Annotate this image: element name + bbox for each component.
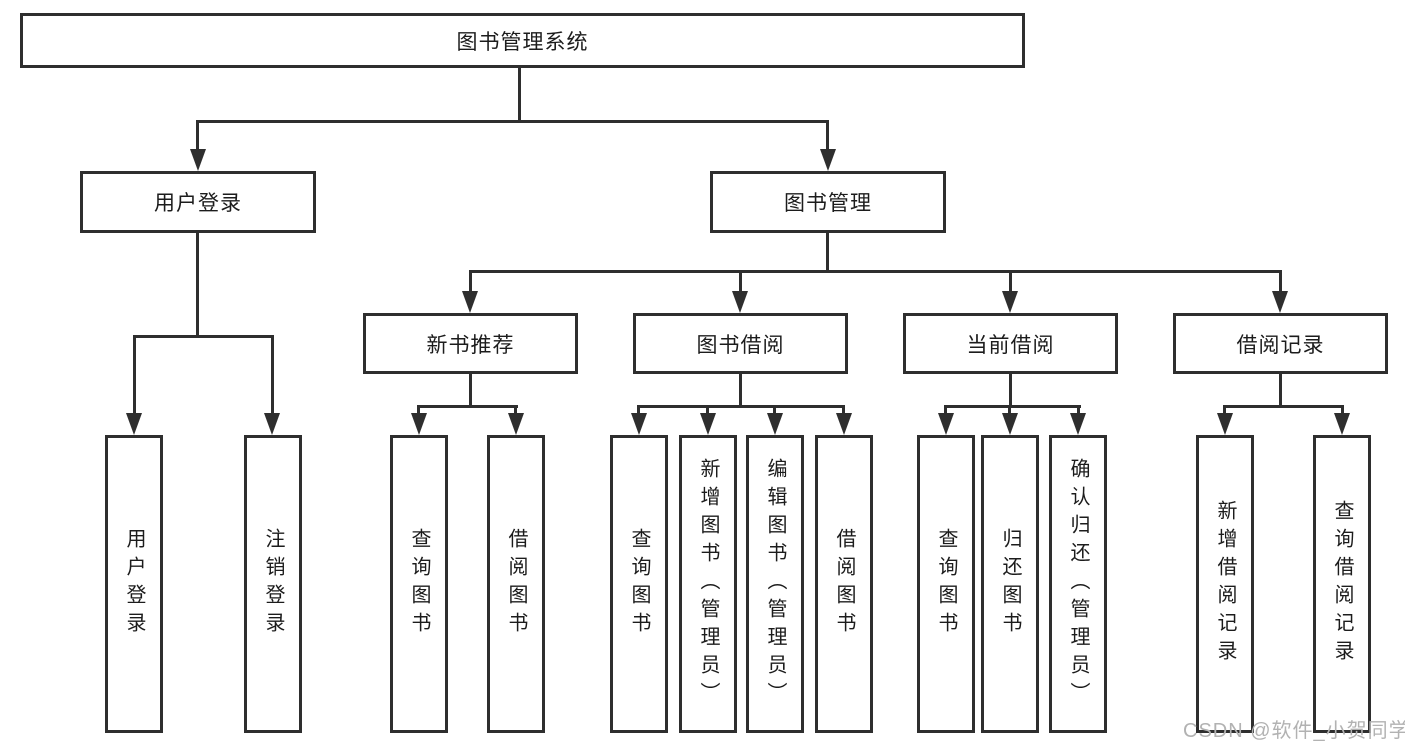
connector-arm <box>842 405 845 415</box>
connector-user-login-stem <box>196 233 199 335</box>
connector-branch <box>944 405 1081 408</box>
leaf-label: 归还图书 <box>999 528 1021 640</box>
leaf-label: 新增借阅记录 <box>1214 500 1236 668</box>
node-label: 图书借阅 <box>696 333 785 357</box>
arrow-down-icon <box>732 291 748 313</box>
arrow-down-icon <box>1002 291 1018 313</box>
connector-stem <box>1009 374 1012 405</box>
connector-user-login-branch <box>133 335 274 338</box>
connector-arm <box>1008 405 1011 415</box>
leaf-user-login: 用户登录 <box>105 435 163 733</box>
leaf-query-books-borrowing: 查询图书 <box>610 435 668 733</box>
leaf-label: 新增图书（管理员） <box>697 458 719 710</box>
connector-arm <box>739 270 742 293</box>
leaf-confirm-return-admin: 确认归还（管理员） <box>1049 435 1107 733</box>
arrow-down-icon <box>462 291 478 313</box>
node-book-management: 图书管理 <box>710 171 946 233</box>
leaf-query-books-recommend: 查询图书 <box>390 435 448 733</box>
leaf-return-books: 归还图书 <box>981 435 1039 733</box>
arrow-down-icon <box>508 413 524 435</box>
leaf-label: 编辑图书（管理员） <box>764 458 786 710</box>
leaf-label: 查询图书 <box>628 528 650 640</box>
connector-arm <box>469 270 472 293</box>
node-user-login: 用户登录 <box>80 171 316 233</box>
leaf-label: 借阅图书 <box>833 528 855 640</box>
arrow-down-icon <box>1070 413 1086 435</box>
arrow-down-icon <box>1002 413 1018 435</box>
arrow-down-icon <box>1334 413 1350 435</box>
leaf-logout: 注销登录 <box>244 435 302 733</box>
connector-arm <box>271 335 274 415</box>
arrow-down-icon <box>1272 291 1288 313</box>
arrow-down-icon <box>767 413 783 435</box>
node-current-borrowing: 当前借阅 <box>903 313 1118 374</box>
connector-root-stem <box>518 68 521 120</box>
arrow-down-icon <box>836 413 852 435</box>
connector-arm <box>417 405 420 415</box>
connector-stem <box>739 374 742 405</box>
leaf-add-borrow-record: 新增借阅记录 <box>1196 435 1254 733</box>
node-label: 新书推荐 <box>426 333 515 357</box>
leaf-label: 查询图书 <box>408 528 430 640</box>
leaf-borrow-books-recommend: 借阅图书 <box>487 435 545 733</box>
connector-arm <box>826 120 829 152</box>
connector-branch <box>637 405 845 408</box>
connector-arm <box>1009 270 1012 293</box>
node-book-borrowing: 图书借阅 <box>633 313 848 374</box>
arrow-down-icon <box>411 413 427 435</box>
node-new-book-recommendation: 新书推荐 <box>363 313 578 374</box>
leaf-borrow-books: 借阅图书 <box>815 435 873 733</box>
connector-arm <box>1223 405 1226 415</box>
leaf-label: 用户登录 <box>123 528 145 640</box>
arrow-down-icon <box>1217 413 1233 435</box>
connector-book-mgmt-branch <box>469 270 1282 273</box>
arrow-down-icon <box>126 413 142 435</box>
leaf-add-books-admin: 新增图书（管理员） <box>679 435 737 733</box>
connector-arm <box>944 405 947 415</box>
connector-arm <box>196 120 199 152</box>
node-label: 用户登录 <box>154 192 242 215</box>
leaf-label: 查询图书 <box>935 528 957 640</box>
arrow-down-icon <box>190 149 206 171</box>
node-library-management-system: 图书管理系统 <box>20 13 1025 68</box>
connector-arm <box>706 405 709 415</box>
leaf-query-books-current: 查询图书 <box>917 435 975 733</box>
connector-arm <box>773 405 776 415</box>
connector-arm <box>637 405 640 415</box>
connector-arm <box>514 405 517 415</box>
arrow-down-icon <box>700 413 716 435</box>
leaf-label: 查询借阅记录 <box>1331 500 1353 668</box>
node-label: 当前借阅 <box>966 333 1055 357</box>
node-borrowing-records: 借阅记录 <box>1173 313 1388 374</box>
arrow-down-icon <box>264 413 280 435</box>
node-label: 借阅记录 <box>1236 333 1325 357</box>
leaf-edit-books-admin: 编辑图书（管理员） <box>746 435 804 733</box>
arrow-down-icon <box>938 413 954 435</box>
connector-stem <box>1279 374 1282 405</box>
connector-arm <box>1279 270 1282 293</box>
leaf-label: 借阅图书 <box>505 528 527 640</box>
connector-branch <box>417 405 518 408</box>
leaf-query-borrow-record: 查询借阅记录 <box>1313 435 1371 733</box>
node-label: 图书管理 <box>784 192 872 215</box>
watermark-text: CSDN @软件_小贺同学 <box>1183 720 1405 742</box>
connector-branch <box>1223 405 1344 408</box>
connector-arm <box>1077 405 1080 415</box>
leaf-label: 确认归还（管理员） <box>1067 458 1089 710</box>
node-label: 图书管理系统 <box>456 30 589 54</box>
arrow-down-icon <box>820 149 836 171</box>
connector-stem <box>469 374 472 405</box>
arrow-down-icon <box>631 413 647 435</box>
leaf-label: 注销登录 <box>262 528 284 640</box>
connector-arm <box>133 335 136 415</box>
connector-arm <box>1341 405 1344 415</box>
connector-root-branch <box>196 120 829 123</box>
connector-book-mgmt-stem <box>826 233 829 270</box>
